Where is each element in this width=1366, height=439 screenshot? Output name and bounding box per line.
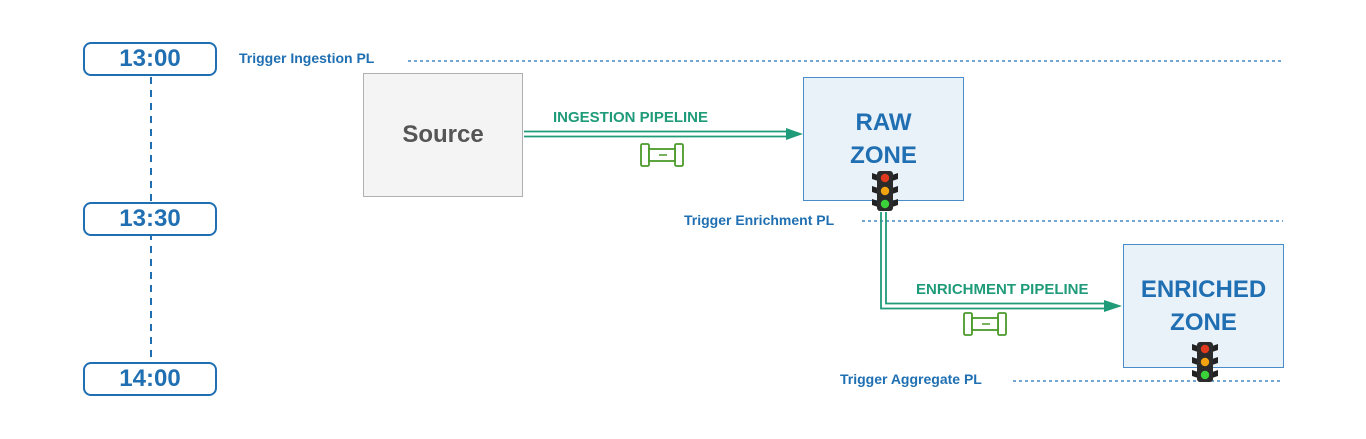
ingestion-arrow <box>524 128 803 140</box>
trigger-aggregate-label: Trigger Aggregate PL <box>840 371 982 387</box>
source-node: Source <box>363 73 523 197</box>
trigger-ingestion-label: Trigger Ingestion PL <box>239 50 375 66</box>
time-1330: 13:30 <box>83 202 217 236</box>
time-1300: 13:00 <box>83 42 217 76</box>
source-label: Source <box>402 121 484 148</box>
trigger-enrichment-label: Trigger Enrichment PL <box>684 212 835 228</box>
time-1400: 14:00 <box>83 362 217 396</box>
enrichment-pipeline-label: ENRICHMENT PIPELINE <box>916 281 1089 298</box>
time-label: 13:00 <box>119 45 181 72</box>
time-label: 13:30 <box>119 205 181 232</box>
enriched-zone-node: ENRICHED ZONE <box>1123 244 1284 368</box>
time-label: 14:00 <box>119 365 181 392</box>
raw-zone-label-line2: ZONE <box>850 142 917 169</box>
ingestion-pipeline-label: INGESTION PIPELINE <box>553 109 709 126</box>
enrichment-pipe-icon <box>963 312 1007 336</box>
enriched-zone-label-line2: ZONE <box>1170 309 1237 336</box>
enriched-zone-label: ENRICHED ZONE <box>1141 273 1266 339</box>
ingestion-pipe-icon <box>640 143 684 167</box>
enrichment-arrow <box>880 212 1122 312</box>
enriched-zone-label-line1: ENRICHED <box>1140 276 1267 303</box>
raw-zone-label: RAW ZONE <box>850 106 917 172</box>
raw-zone-node: RAW ZONE <box>803 77 964 201</box>
raw-zone-label-line1: RAW <box>855 109 912 136</box>
